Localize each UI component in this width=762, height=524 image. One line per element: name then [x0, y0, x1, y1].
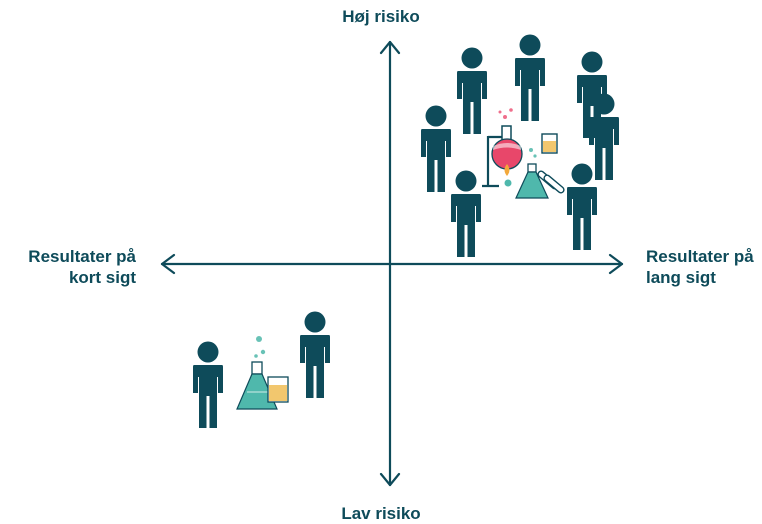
beaker-icon: [267, 376, 289, 403]
long-term-label-line-2: lang sigt: [646, 268, 716, 287]
arrow-left-icon: [160, 253, 176, 275]
high-risk-label: Høj risiko: [342, 7, 420, 26]
short-term-label-line-2: kort sigt: [68, 268, 136, 287]
test-tube-icon: [537, 170, 565, 194]
person-icon: [451, 170, 481, 257]
flask-icon: [236, 361, 278, 410]
flame-icon: [504, 164, 510, 176]
person-icon: [421, 105, 451, 192]
arrow-up-icon: [379, 40, 401, 55]
short-term-results-label: Resultater på kort sigt: [20, 246, 136, 288]
person-icon: [300, 311, 330, 398]
person-icon: [457, 47, 487, 134]
person-icon: [515, 34, 545, 121]
lab-equipment-small: [236, 336, 289, 410]
lab-equipment-large: [482, 108, 565, 199]
arrow-down-icon: [379, 472, 401, 487]
short-term-label-line-1: Resultater på: [28, 247, 136, 266]
arrow-right-icon: [608, 253, 624, 275]
long-term-label-line-1: Resultater på: [646, 247, 754, 266]
axes: [160, 40, 624, 487]
person-icon: [567, 163, 597, 250]
beaker-icon: [541, 133, 558, 154]
flask-icon: [515, 163, 549, 199]
low-risk-label: Lav risiko: [341, 504, 421, 523]
long-term-results-label: Resultater på lang sigt: [646, 246, 762, 288]
flask-icon: [491, 125, 523, 170]
person-icon: [193, 341, 223, 428]
